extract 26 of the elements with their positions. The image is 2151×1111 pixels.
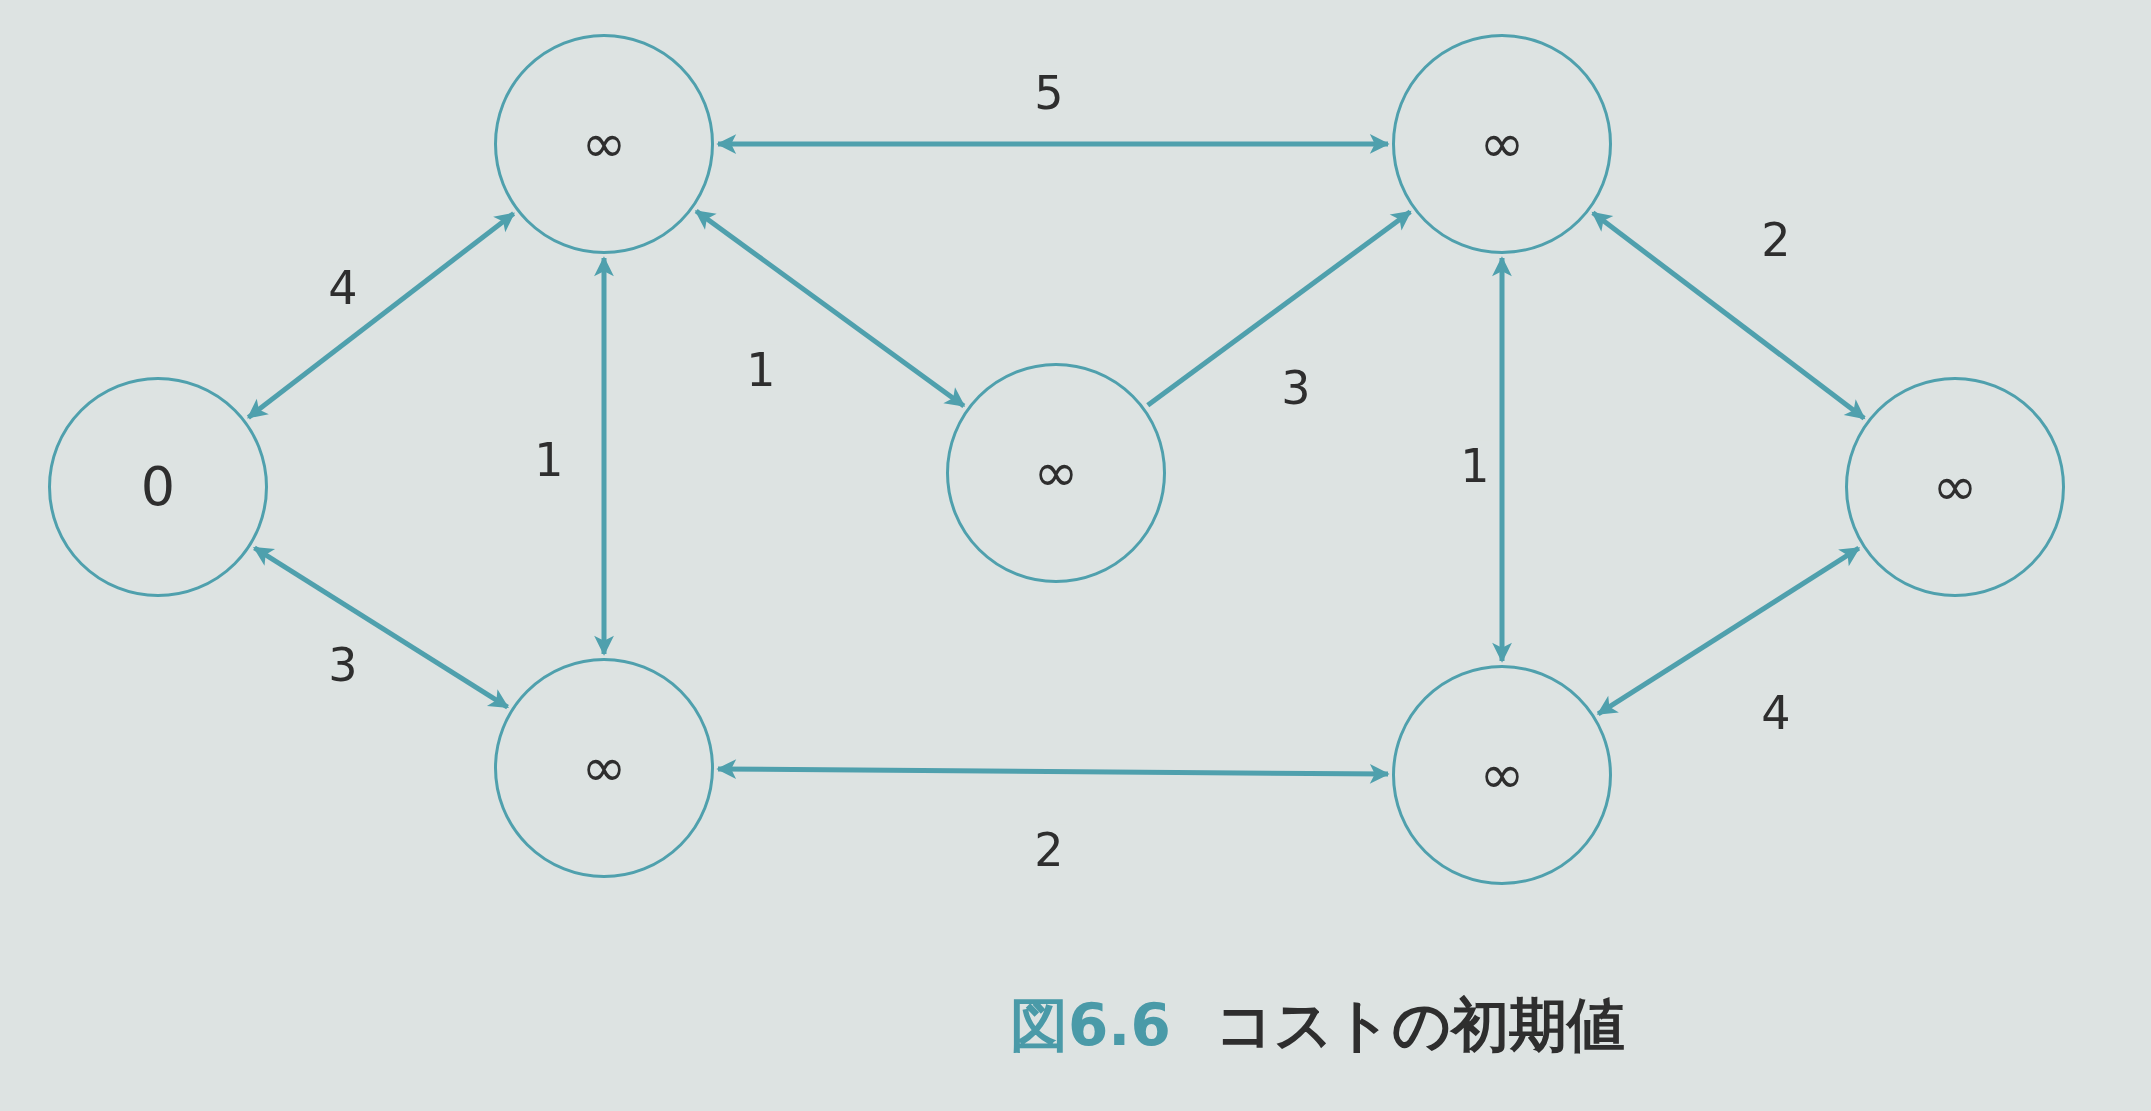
node-circle [494,658,714,878]
node-circle [494,34,714,254]
cost-value: 0 [140,460,176,514]
arrow [246,211,516,420]
arrow [1596,546,1861,716]
node-circle [1845,377,2065,597]
node-circle [48,377,268,597]
arrow [716,134,1390,154]
cost-value: ∞ [1479,748,1525,802]
arrow [1146,209,1412,408]
arrow [716,759,1390,784]
figure-number: 図6.6 [1010,994,1171,1058]
arrow [253,545,509,710]
arrow [1591,210,1866,421]
cost-value: ∞ [581,117,627,171]
cost-value: ∞ [1033,446,1079,500]
cost-value: ∞ [581,741,627,795]
arrow [594,256,614,656]
arrow [1492,256,1512,663]
node-circle [1392,665,1612,885]
cost-value: ∞ [1479,117,1525,171]
caption: コストの初期値 [1215,994,1625,1058]
arrow [694,209,966,408]
cost-value: ∞ [1932,460,1978,514]
node-circle [946,363,1166,583]
node-circle [1392,34,1612,254]
